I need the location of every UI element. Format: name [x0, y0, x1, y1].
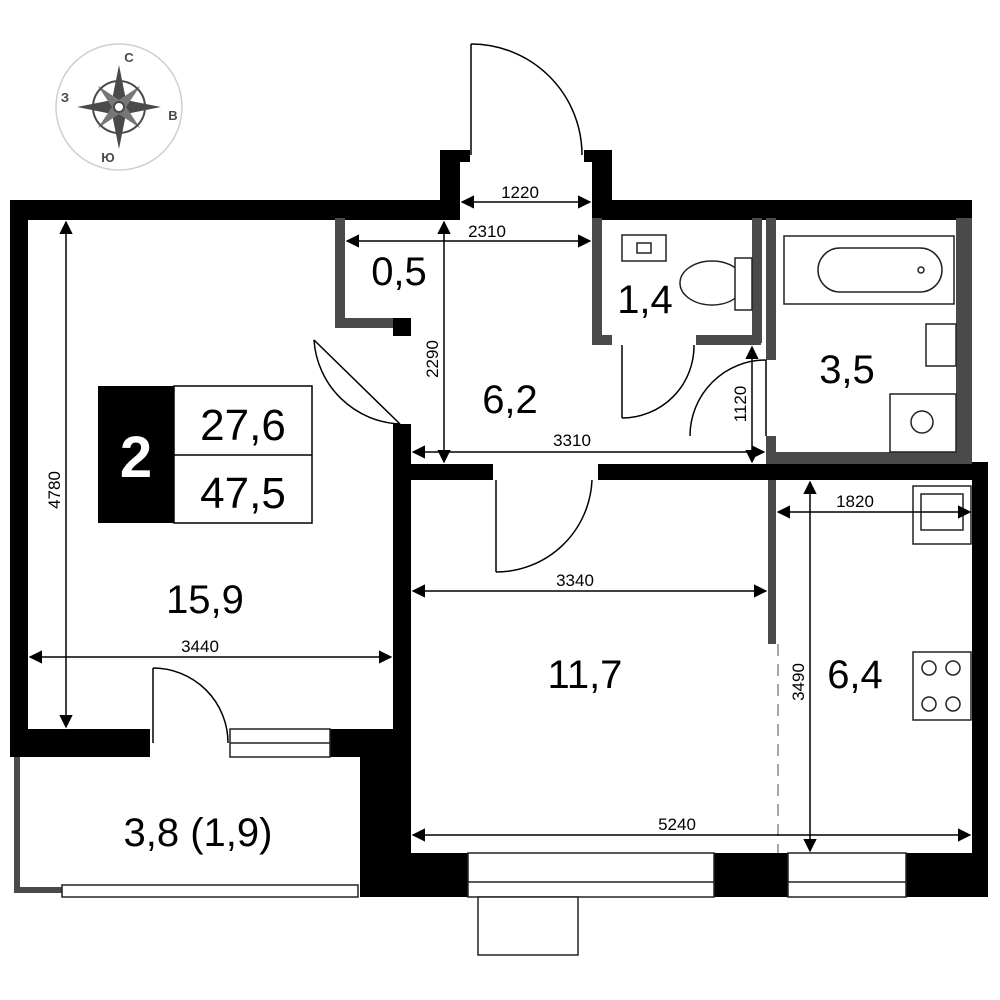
washing-machine-icon [889, 393, 957, 453]
toilet-sink-icon [621, 234, 667, 262]
window-balcony [61, 884, 359, 898]
dim-3440: 3440 [181, 637, 219, 656]
compass-east-label: В [168, 108, 177, 123]
compass-south-label: Ю [101, 150, 114, 165]
dim-4780: 4780 [45, 471, 64, 509]
total-area-value: 47,5 [200, 469, 286, 518]
dimension-labels: 1220 2310 2290 3310 1120 4780 3440 3340 … [45, 183, 874, 834]
dim-5240: 5240 [658, 815, 696, 834]
living-area-value: 27,6 [200, 401, 286, 450]
compass-west-label: З [61, 90, 69, 105]
bathtub-icon [783, 235, 955, 305]
compass-rose-icon [77, 65, 161, 149]
bath-sink-icon [925, 323, 957, 367]
exterior-walls [10, 150, 988, 897]
rooms-count-box [98, 386, 174, 523]
window-bedroom [467, 852, 715, 898]
area-bathroom: 3,5 [819, 348, 875, 392]
dim-2310: 2310 [468, 222, 506, 241]
dim-3490: 3490 [789, 663, 808, 701]
stove-icon [912, 651, 972, 721]
rooms-count: 2 [120, 425, 152, 490]
area-storage: 0,5 [371, 250, 427, 294]
room-area-labels: 0,5 1,4 3,5 6,2 15,9 11,7 6,4 3,8 (1,9) [124, 250, 883, 855]
dim-3340: 3340 [556, 571, 594, 590]
fixtures [621, 234, 972, 721]
compass-ring [55, 43, 183, 171]
area-bedroom: 11,7 [548, 653, 623, 697]
dim-1820: 1820 [836, 492, 874, 511]
dim-1120: 1120 [731, 386, 750, 423]
interior-walls [14, 218, 988, 893]
dimension-lines [28, 195, 972, 853]
dim-3310: 3310 [553, 431, 591, 450]
interior-doors [152, 339, 767, 744]
windows [61, 728, 907, 956]
area-living-room: 15,9 [166, 578, 244, 622]
compass: С З В Ю [55, 43, 183, 171]
area-kitchen: 6,4 [827, 653, 883, 697]
area-toilet: 1,4 [617, 278, 673, 322]
area-balcony: 3,8 (1,9) [124, 811, 273, 855]
summary-badge: 2 27,6 47,5 [98, 385, 313, 524]
compass-north-label: С [124, 50, 134, 65]
dim-2290: 2290 [423, 340, 442, 378]
area-hallway: 6,2 [482, 378, 538, 422]
window-kitchen [787, 852, 907, 898]
dim-1220: 1220 [501, 183, 539, 202]
entrance-door [470, 43, 583, 156]
window-bay [477, 896, 579, 956]
